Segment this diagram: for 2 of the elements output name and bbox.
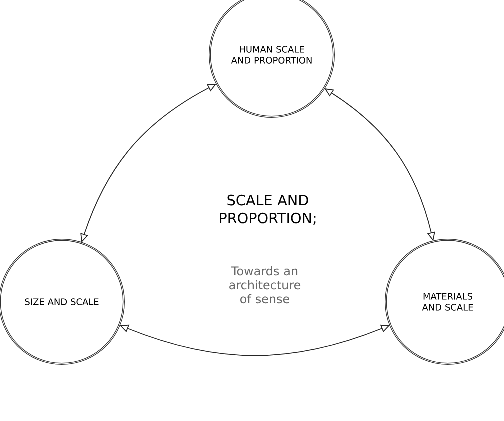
subtitle: Towards an architecture of sense bbox=[230, 266, 301, 304]
title: SCALE AND PROPORTION; bbox=[220, 194, 316, 226]
